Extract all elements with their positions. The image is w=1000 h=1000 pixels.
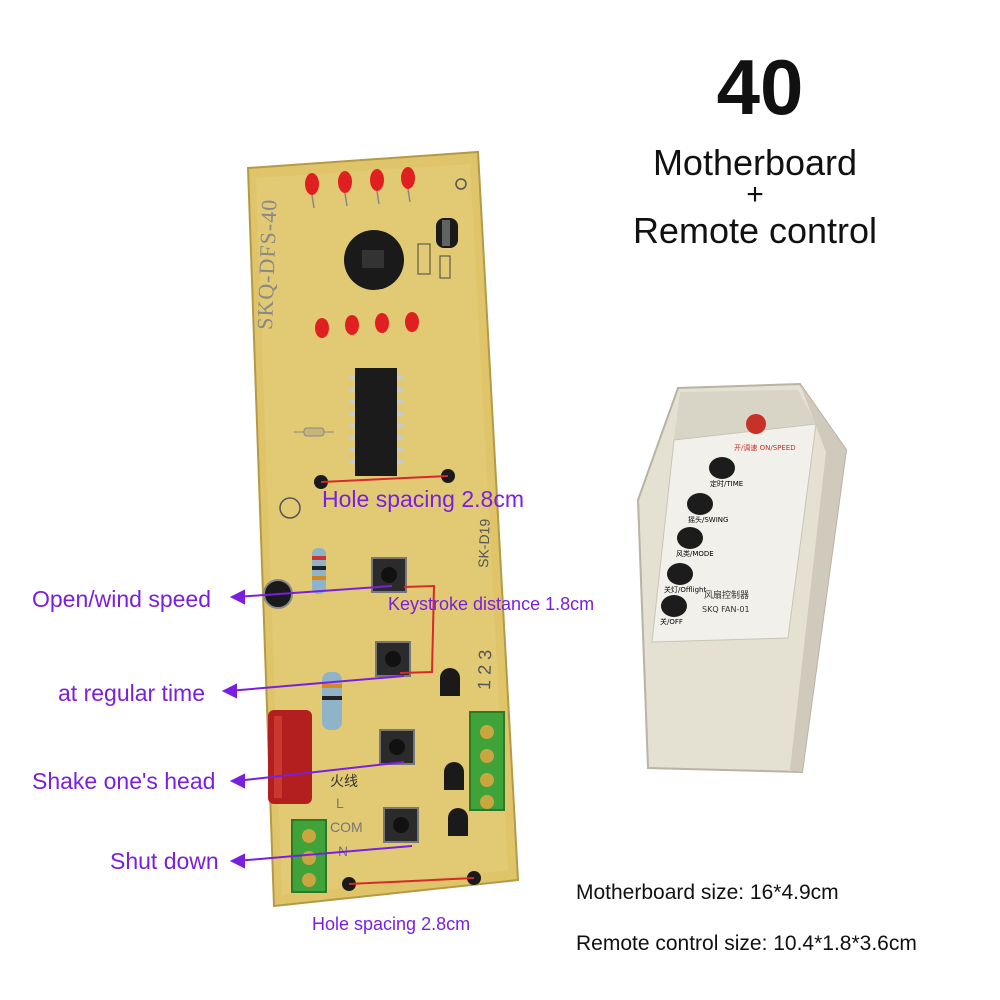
silk-numbers: 1 2 3 <box>474 649 495 690</box>
remote-label-offlight: 关灯/Offlight <box>664 585 706 594</box>
remote-button-time <box>709 457 735 479</box>
motherboard-size: Motherboard size: 16*4.9cm <box>576 881 839 904</box>
resistor-striped <box>312 548 326 594</box>
callout-open-wind-speed: Open/wind speed <box>32 586 212 612</box>
remote-button-offlight <box>667 563 693 585</box>
terminal-block-right <box>469 711 505 811</box>
remote-label-mode: 风类/MODE <box>676 549 714 558</box>
remote-label-time: 定时/TIME <box>710 479 743 488</box>
tact-switch-3 <box>379 729 415 765</box>
silkscreen-model: SKQ-DFS-40 <box>252 198 282 330</box>
title-plus: + <box>746 178 764 211</box>
title-motherboard: Motherboard <box>652 142 858 183</box>
remote-label-off: 关/OFF <box>660 617 683 626</box>
callout-hole-spacing-bottom: Hole spacing 2.8cm <box>312 914 471 934</box>
led-row-top <box>305 167 415 209</box>
x2-capacitor <box>268 710 312 804</box>
transistor <box>444 762 464 790</box>
callout-regular-time: at regular time <box>58 680 206 706</box>
remote-face <box>651 423 817 643</box>
callout-keystroke-distance: Keystroke distance 1.8cm <box>388 594 595 614</box>
tact-switch-4 <box>383 807 419 843</box>
silk-fire: 火线 <box>330 774 358 790</box>
remote-control-image: 开/调速 ON/SPEED 定时/TIME 摇头/SWING 风类/MODE 关… <box>636 382 848 774</box>
title-remote-control: Remote control <box>632 210 878 251</box>
remote-brand-label: 风扇控制器 <box>704 589 749 601</box>
remote-button-mode <box>677 527 703 549</box>
remote-size: Remote control size: 10.4*1.8*3.6cm <box>576 932 917 955</box>
remote-button-on-speed <box>746 414 766 434</box>
silk-L: L <box>336 795 344 811</box>
callout-shake-head: Shake one's head <box>32 768 216 794</box>
led-row-middle <box>315 312 419 338</box>
silkscreen-code: SK-D19 <box>475 518 493 568</box>
power-resistor <box>322 672 342 730</box>
callout-hole-spacing-top: Hole spacing 2.8cm <box>322 486 524 512</box>
tact-switch-2 <box>375 641 411 677</box>
remote-button-swing <box>687 493 713 515</box>
callout-shut-down: Shut down <box>110 848 219 874</box>
remote-button-off <box>661 595 687 617</box>
silk-com: COM <box>330 819 363 835</box>
remote-model-label: SKQ FAN-01 <box>702 605 750 614</box>
remote-label-swing: 摇头/SWING <box>688 515 728 524</box>
remote-label-on-speed: 开/调速 ON/SPEED <box>734 443 796 452</box>
mounting-hole <box>455 178 467 190</box>
transistor <box>440 668 460 696</box>
ic-chip <box>349 368 403 476</box>
model-number: 40 <box>716 43 804 131</box>
transistor <box>448 808 468 836</box>
